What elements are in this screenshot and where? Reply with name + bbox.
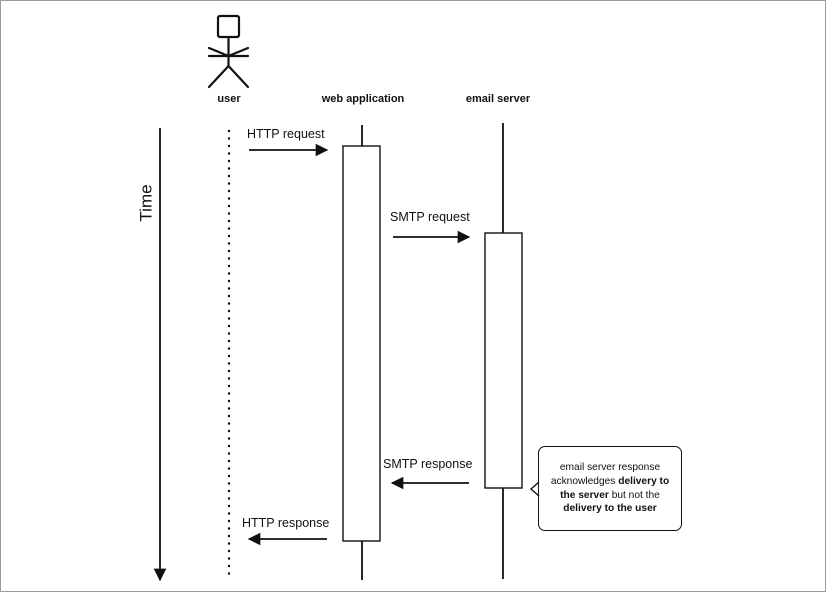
- time-axis-label: Time: [136, 184, 156, 222]
- actor-label-web-application: web application: [321, 93, 405, 105]
- note-bold-part: delivery to the server: [560, 475, 670, 501]
- web-application-activation: [342, 145, 381, 542]
- user-stick-figure-icon: [207, 14, 250, 89]
- smtp-response-label: SMTP response: [383, 457, 473, 471]
- http-response-label: HTTP response: [242, 516, 330, 530]
- actor-label-email-server: email server: [465, 93, 531, 105]
- note-pointer: [529, 481, 540, 497]
- note-text: email server response acknowledges deliv…: [545, 461, 675, 516]
- email-server-activation: [484, 232, 523, 489]
- note-text-part: email server response acknowledges: [550, 461, 661, 487]
- email-server-response-note: email server response acknowledges deliv…: [538, 446, 682, 531]
- note-text-part: but not the: [608, 489, 660, 501]
- note-bold-part: delivery to the user: [563, 503, 657, 515]
- smtp-request-label: SMTP request: [390, 210, 470, 224]
- actor-label-user: user: [217, 93, 241, 105]
- http-request-label: HTTP request: [247, 127, 325, 141]
